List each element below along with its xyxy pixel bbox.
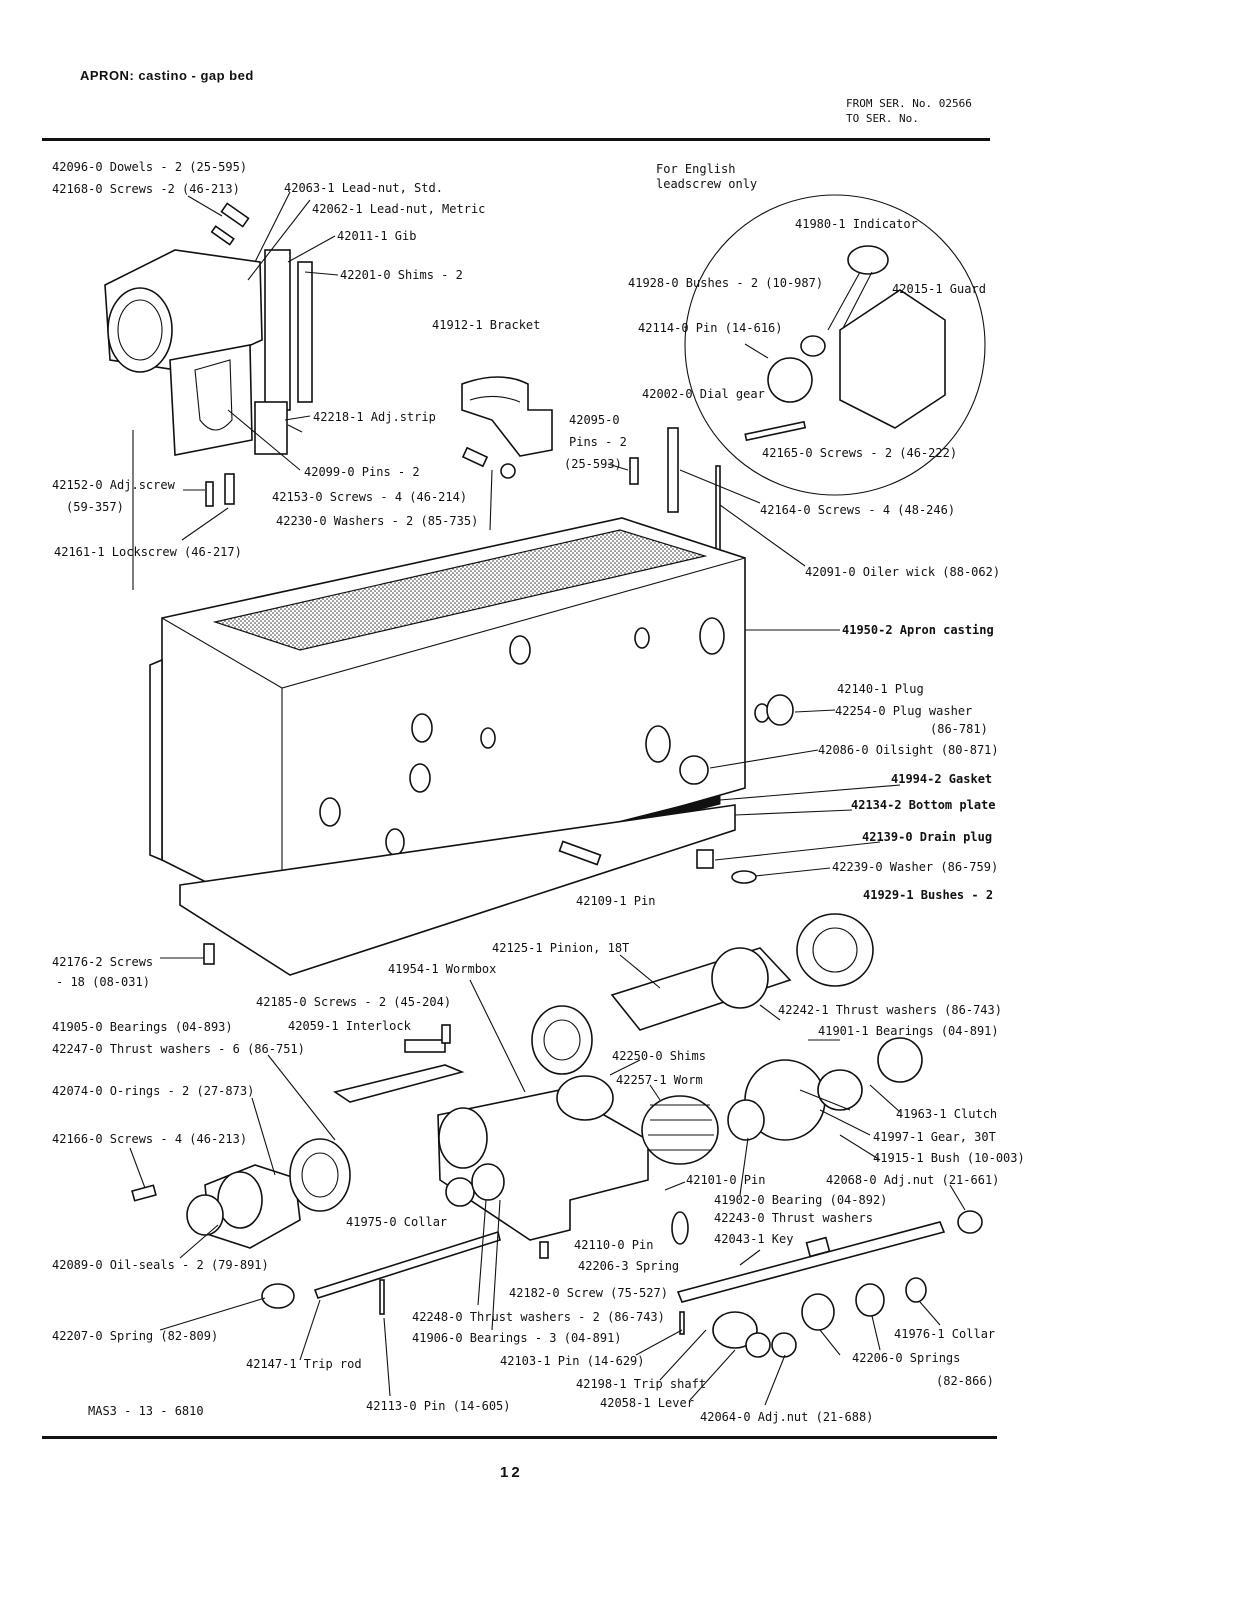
label-thrust-washers-42243: 42243-0 Thrust washers [714,1211,873,1225]
label-shims-42250: 42250-0 Shims [612,1049,706,1063]
footer-rule [42,1436,997,1439]
page-title: APRON: castino - gap bed [80,68,254,83]
page-number: 12 [500,1464,523,1481]
label-apron-casting: 41950-2 Apron casting [842,623,994,637]
trip-shaft [539,1210,983,1358]
serial-from: FROM SER. No. 02566 [846,97,972,110]
label-worm: 42257-1 Worm [616,1073,703,1087]
label-thrust-washers-42242: 42242-1 Thrust washers (86-743) [778,1003,1002,1017]
english-leadscrew-note: For English leadscrew only [656,162,757,192]
label-gear-30t: 41997-1 Gear, 30T [873,1130,996,1144]
pinion-assembly [531,913,923,1141]
wormbox [333,1024,765,1241]
label-washers-42230: 42230-0 Washers - 2 (85-735) [276,514,479,528]
drawing-code: MAS3 - 13 - 6810 [88,1404,204,1418]
label-gib: 42011-1 Gib [337,229,417,243]
label-gasket: 41994-2 Gasket [891,772,993,786]
note-line-2: leadscrew only [656,177,758,191]
flange-and-seals [131,1138,501,1315]
label-screws-42176: 42176-2 Screws [52,955,154,969]
header-rule [42,138,990,141]
label-indicator: 41980-1 Indicator [795,217,918,231]
label-bearings-41906: 41906-0 Bearings - 3 (04-891) [412,1331,622,1345]
label-dial-gear: 42002-0 Dial gear [642,387,765,401]
label-oil-seals: 42089-0 Oil-seals - 2 (79-891) [52,1258,269,1272]
note-line-1: For English [656,162,736,176]
label-pins-42095-qty: Pins - 2 [569,435,627,449]
apron-casting [149,517,794,976]
label-pin-42109: 42109-1 Pin [576,894,656,908]
label-o-rings: 42074-0 O-rings - 2 (27-873) [52,1084,255,1098]
label-pins-42095-part: 42095-0 [569,413,620,427]
lead-nut-assembly [104,202,313,507]
label-springs-42206-ref: (82-866) [936,1374,994,1388]
indicator-inset [684,194,986,496]
label-pins-42095-ref: (25-593) [564,457,622,471]
label-screws-42168: 42168-0 Screws -2 (46-213) [52,182,240,196]
label-bushes-41928: 41928-0 Bushes - 2 (10-987) [628,276,824,290]
serial-range: FROM SER. No. 02566 TO SER. No. [846,96,972,126]
label-bush-41915: 41915-1 Bush (10-003) [873,1151,1025,1165]
label-trip-shaft: 42198-1 Trip shaft [576,1377,707,1391]
label-adj-strip: 42218-1 Adj.strip [313,410,436,424]
label-thrust-washers-42247: 42247-0 Thrust washers - 6 (86-751) [52,1042,305,1056]
label-wormbox: 41954-1 Wormbox [388,962,497,976]
label-pin-42101: 42101-0 Pin [686,1173,766,1187]
label-pins-42099: 42099-0 Pins - 2 [304,465,420,479]
label-key: 42043-1 Key [714,1232,794,1246]
label-dowels: 42096-0 Dowels - 2 (25-595) [52,160,248,174]
label-drain-plug: 42139-0 Drain plug [862,830,993,844]
label-bushes-41929: 41929-1 Bushes - 2 [863,888,994,902]
label-plug-washer: 42254-0 Plug washer [835,704,973,718]
label-bearings-41901: 41901-1 Bearings (04-891) [818,1024,999,1038]
label-screws-42185: 42185-0 Screws - 2 (45-204) [256,995,452,1009]
bracket [461,376,721,551]
label-collar-41975: 41975-0 Collar [346,1215,448,1229]
leader-lines [129,191,966,1406]
label-bearing-41902: 41902-0 Bearing (04-892) [714,1193,888,1207]
label-screw-42182: 42182-0 Screw (75-527) [509,1286,668,1300]
label-lockscrew: 42161-1 Lockscrew (46-217) [54,545,242,559]
label-pin-42110: 42110-0 Pin [574,1238,654,1252]
label-adj-screw-ref: (59-357) [66,500,124,514]
label-plug: 42140-1 Plug [837,682,924,696]
label-bottom-plate: 42134-2 Bottom plate [851,798,996,812]
label-interlock: 42059-1 Interlock [288,1019,411,1033]
label-adj-nut-42064: 42064-0 Adj.nut (21-688) [700,1410,874,1424]
label-screws-42164: 42164-0 Screws - 4 (48-246) [760,503,956,517]
serial-to: TO SER. No. [846,112,919,125]
label-screws-42166: 42166-0 Screws - 4 (46-213) [52,1132,248,1146]
label-adj-screw: 42152-0 Adj.screw [52,478,175,492]
label-lead-nut-std: 42063-1 Lead-nut, Std. [284,181,443,195]
label-thrust-washers-42248: 42248-0 Thrust washers - 2 (86-743) [412,1310,665,1324]
label-clutch: 41963-1 Clutch [896,1107,998,1121]
label-bearings-41905: 41905-0 Bearings (04-893) [52,1020,233,1034]
label-screws-42153: 42153-0 Screws - 4 (46-214) [272,490,468,504]
label-pin-42114: 42114-0 Pin (14-616) [638,321,783,335]
label-spring-42206-3: 42206-3 Spring [578,1259,680,1273]
label-springs-42206: 42206-0 Springs [852,1351,961,1365]
label-trip-rod: 42147-1 Trip rod [246,1357,362,1371]
label-collar-41976: 41976-1 Collar [894,1327,996,1341]
label-adj-nut-42068: 42068-0 Adj.nut (21-661) [826,1173,1000,1187]
label-guard: 42015-1 Guard [892,282,986,296]
label-plug-washer-ref: (86-781) [930,722,988,736]
label-pin-42113: 42113-0 Pin (14-605) [366,1399,511,1413]
label-pinion: 42125-1 Pinion, 18T [492,941,630,955]
label-lever: 42058-1 Lever [600,1396,694,1410]
label-screws-42176-ref: - 18 (08-031) [56,975,150,989]
label-washer-42239: 42239-0 Washer (86-759) [832,860,999,874]
label-bracket: 41912-1 Bracket [432,318,541,332]
label-shims-42201: 42201-0 Shims - 2 [340,268,463,282]
label-lead-nut-metric: 42062-1 Lead-nut, Metric [312,202,486,216]
label-pin-42103: 42103-1 Pin (14-629) [500,1354,645,1368]
label-oilsight: 42086-0 Oilsight (80-871) [818,743,999,757]
label-oiler-wick: 42091-0 Oiler wick (88-062) [805,565,1001,579]
label-spring-42207: 42207-0 Spring (82-809) [52,1329,219,1343]
label-screws-42165: 42165-0 Screws - 2 (46-222) [762,446,958,460]
